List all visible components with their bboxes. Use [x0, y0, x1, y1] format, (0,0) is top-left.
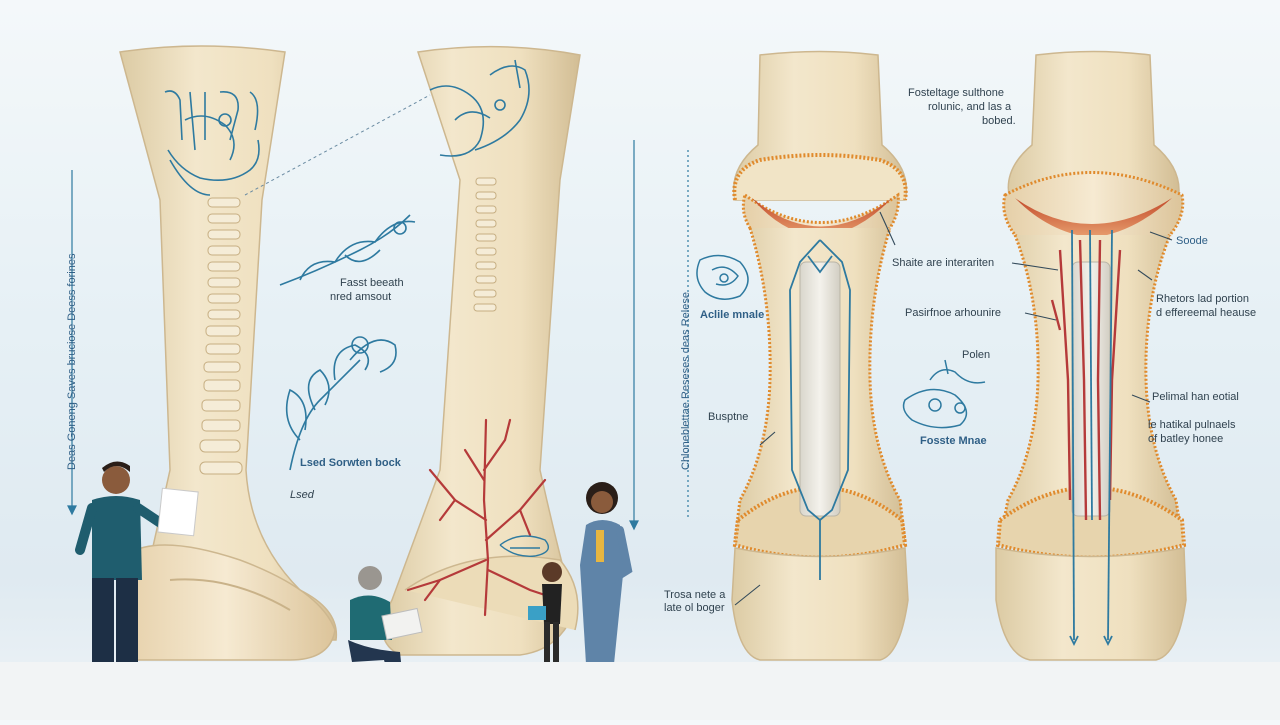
label-branch-1a: Fasst beeath [340, 277, 404, 289]
label-inflammation: Shaite are interariten [892, 257, 995, 269]
person-teacher [75, 461, 199, 681]
label-bottom-2: late ol boger [664, 602, 725, 614]
finger-bone-left [731, 50, 909, 661]
inset-label-1: Aclile mnale [700, 309, 765, 321]
finger-bone-right [995, 50, 1187, 661]
center-spine-column [473, 177, 497, 312]
label-branch-2: Lsed Sorwten bock [300, 457, 401, 469]
flower-inset-2 [902, 359, 986, 429]
branch-sketch-1 [279, 214, 416, 286]
left-spine-column [199, 197, 243, 475]
label-pattermal-2: le hatikal pulnaels [1148, 419, 1236, 431]
left-foot [115, 544, 336, 661]
vertical-label-left: Deas Goneng Saves bruciose Deess forines [66, 253, 78, 470]
label-paserfnoe: Pasirfnoe arhounire [905, 307, 1002, 319]
mid-vertical-arrow [629, 140, 689, 531]
top-note-line-3: bobed. [982, 115, 1016, 127]
floor [0, 662, 1280, 720]
callout-lines [734, 211, 1173, 606]
inset-sketch-center [499, 535, 549, 557]
label-branch-1b: nred amsout [330, 291, 392, 303]
person-woman [580, 482, 633, 688]
vertical-label-mid: Chloneblettae Reseses deas Relese [680, 292, 692, 470]
branch-sketch-2 [285, 336, 397, 471]
person-child [528, 562, 562, 682]
label-pollen: Polen [962, 349, 991, 361]
label-portion-1: Rhetors lad portion [1156, 293, 1249, 305]
label-soode: Soode [1176, 235, 1208, 247]
nerve-sketch-top-center [429, 59, 530, 157]
label-pattermal-3: of batley honee [1148, 433, 1224, 445]
label-buspine: Busptne [708, 411, 749, 423]
nerve-sketch-top-left [164, 90, 260, 196]
top-note-line-2: rolunic, and las a [928, 101, 1012, 113]
red-vessel-tree [406, 418, 562, 617]
flower-inset-1 [696, 254, 749, 300]
inset-label-2: Fosste Mnae [920, 435, 987, 447]
left-vertical-arrow [67, 170, 77, 516]
label-lsed: Lsed [290, 489, 314, 501]
leader-line [244, 94, 431, 196]
label-portion-2: d effereemal heause [1156, 307, 1257, 319]
label-bottom-1: Trosa nete a [664, 589, 726, 601]
top-note-line-1: Fosteltage sulthone [908, 87, 1005, 99]
label-pattermal-1: Pelimal han eotial [1152, 391, 1239, 403]
